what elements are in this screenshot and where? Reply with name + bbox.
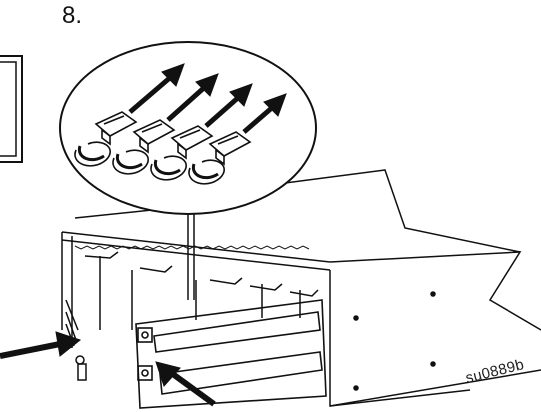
step-number: 8.	[62, 2, 83, 29]
left-latch-arrow	[0, 341, 61, 359]
left-latch-arrowhead	[55, 331, 82, 357]
front-latch-arrow	[168, 369, 216, 407]
latch-pointer-arrows	[0, 331, 216, 407]
magnified-connector-detail	[59, 41, 317, 215]
battery-front-panel	[135, 299, 327, 409]
rack-chassis	[61, 169, 541, 407]
adjacent-figure-frame	[0, 55, 23, 163]
front-latch-arrowhead	[155, 361, 181, 387]
